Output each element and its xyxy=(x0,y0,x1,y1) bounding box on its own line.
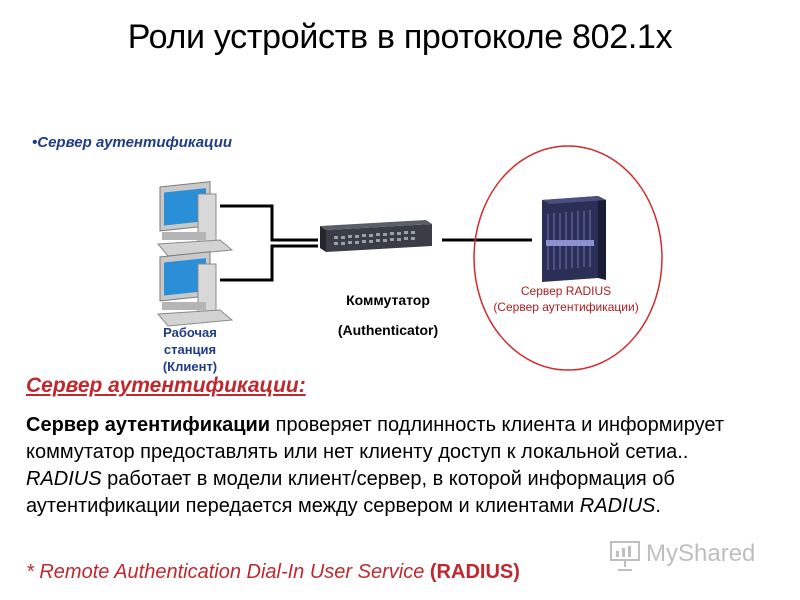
paragraph-text-3: . xyxy=(655,495,661,517)
workstation-label: Рабочая станция (Клиент) xyxy=(140,324,240,375)
workstation-label-line3: (Клиент) xyxy=(140,358,240,375)
presentation-icon xyxy=(608,539,642,573)
footnote: * Remote Authentication Dial-In User Ser… xyxy=(26,561,520,584)
switch-label-line1: Коммутатор xyxy=(318,285,458,315)
radius-label-line1: Сервер RADIUS xyxy=(476,283,656,299)
paragraph-text-2: работает в модели клиент/сервер, в котор… xyxy=(26,468,675,517)
radius-server-icon xyxy=(542,196,606,282)
workstation-icon xyxy=(158,252,232,326)
section-heading: Сервер аутентификации: xyxy=(26,374,306,398)
paragraph-bold-term: Сервер аутентификации xyxy=(26,414,270,436)
workstation-label-line2: станция xyxy=(140,341,240,358)
footnote-bold: (RADIUS) xyxy=(430,561,520,583)
watermark-text: MyShared xyxy=(646,540,755,568)
workstation-icon xyxy=(158,182,232,256)
paragraph-italic-radius: RADIUS xyxy=(26,468,102,490)
paragraph-italic-radius-2: RADIUS xyxy=(580,495,656,517)
switch-label: Коммутатор (Authenticator) xyxy=(318,285,458,345)
switch-icon xyxy=(320,220,432,252)
footnote-text: * Remote Authentication Dial-In User Ser… xyxy=(26,561,430,583)
switch-label-line2: (Authenticator) xyxy=(318,315,458,345)
description-paragraph: Сервер аутентификации проверяет подлинно… xyxy=(26,412,766,520)
radius-label: Сервер RADIUS (Сервер аутентификации) xyxy=(476,283,656,315)
watermark: MyShared xyxy=(606,536,776,576)
workstation-label-line1: Рабочая xyxy=(140,324,240,341)
radius-label-line2: (Сервер аутентификации) xyxy=(476,299,656,315)
